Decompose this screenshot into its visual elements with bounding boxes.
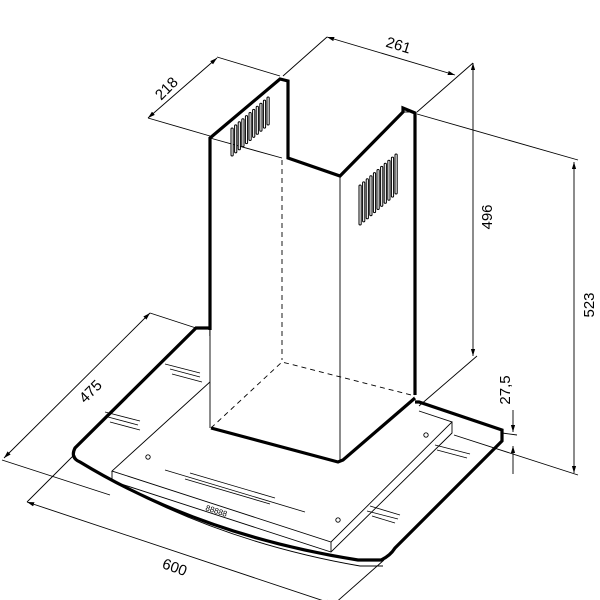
vent-slot <box>244 115 249 145</box>
vent-slot <box>358 184 362 226</box>
vent-slot <box>241 118 245 148</box>
dim-canopy-width: 600 <box>160 556 189 581</box>
dim-chimney-width: 261 <box>384 34 413 58</box>
screw-icon <box>423 432 429 438</box>
vent-slot <box>369 175 373 217</box>
dim-chimney-height: 496 <box>479 204 496 229</box>
vent-slots-right <box>358 153 398 226</box>
vent-slot <box>362 181 366 223</box>
vent-slot <box>230 127 234 157</box>
screw-icon <box>335 517 341 523</box>
vent-slot <box>237 121 241 151</box>
vent-slot <box>380 165 384 207</box>
screw-icon <box>145 454 151 460</box>
vent-slot <box>252 108 256 138</box>
vent-slot <box>387 159 391 201</box>
vent-slot <box>248 112 252 141</box>
vent-slot <box>234 124 238 154</box>
dim-glass-thickness: 27,5 <box>497 375 514 404</box>
vent-slot <box>262 99 267 129</box>
vent-slot <box>266 96 270 126</box>
vent-slots-left <box>230 96 270 157</box>
dim-chimney-depth: 218 <box>152 74 182 104</box>
vent-slot <box>394 153 398 195</box>
vent-slot <box>383 162 387 204</box>
vent-slot <box>372 172 377 214</box>
vent-slot <box>255 105 259 135</box>
vent-slot <box>390 156 395 198</box>
vent-slot <box>259 102 263 132</box>
dim-total-height: 523 <box>581 292 598 317</box>
control-panel-buttons[interactable]: 88888 <box>204 503 228 519</box>
dim-canopy-depth: 475 <box>76 377 106 407</box>
chimney <box>208 77 417 464</box>
vent-slot <box>365 178 369 220</box>
vent-slot <box>376 169 380 210</box>
